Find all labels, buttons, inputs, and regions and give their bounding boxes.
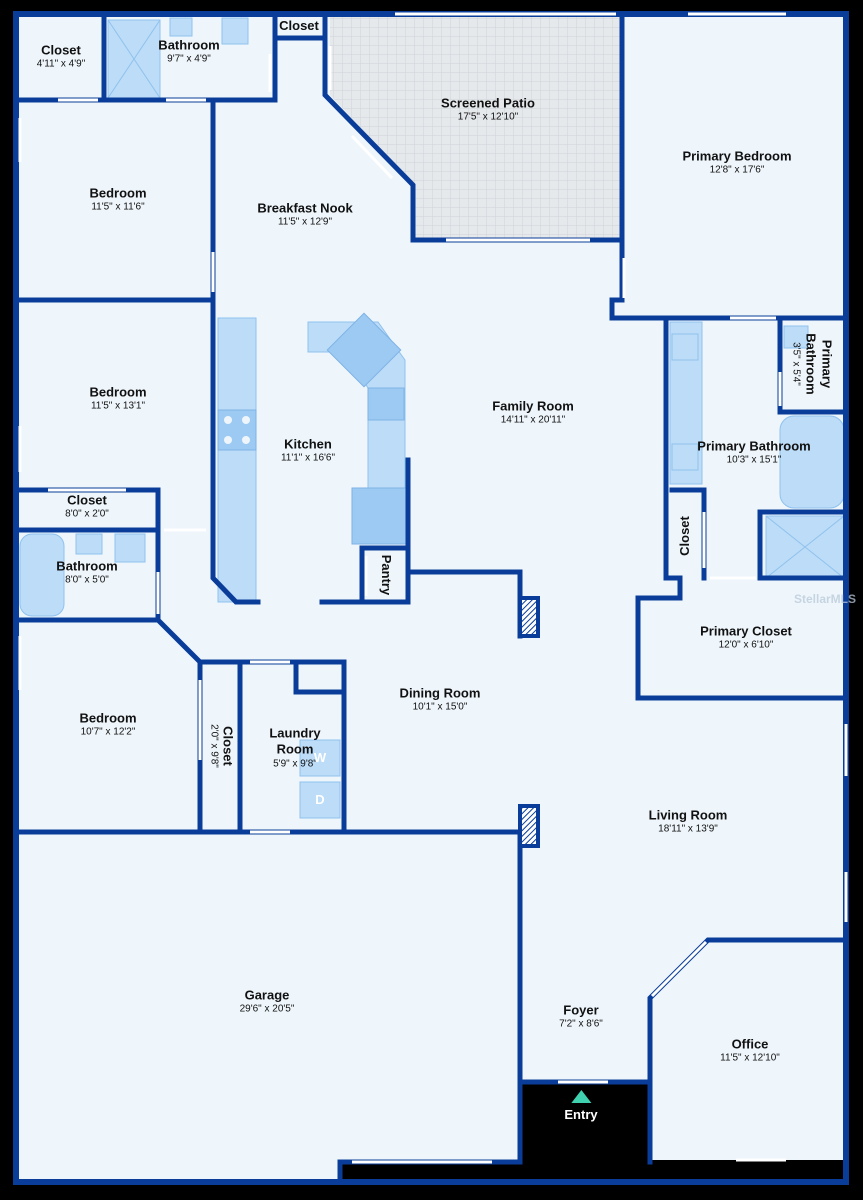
room-pantry: Pantry (379, 554, 395, 596)
cooktop (217, 409, 257, 451)
floor-areas (16, 14, 846, 1192)
entry-arrow-icon (570, 1090, 591, 1103)
room-closet-north: Closet (279, 17, 319, 33)
entry-marker: Entry (564, 1090, 598, 1122)
fixtures (19, 17, 845, 819)
walls (13, 11, 849, 1185)
dishwasher (367, 387, 405, 421)
bathtub-w (19, 533, 65, 617)
washer (299, 739, 341, 777)
dryer (299, 781, 341, 819)
room-closet-primary-bath: Closet (676, 516, 692, 556)
washer-label: W (313, 749, 327, 765)
kitchen-sink (326, 312, 402, 388)
watermark: StellarMLS (794, 592, 857, 606)
entry-label: Entry (564, 1107, 598, 1122)
kitchen-counter-left (217, 317, 257, 603)
windows (18, 12, 848, 1164)
dryer-label: D (315, 791, 325, 807)
refrigerator (351, 487, 407, 545)
